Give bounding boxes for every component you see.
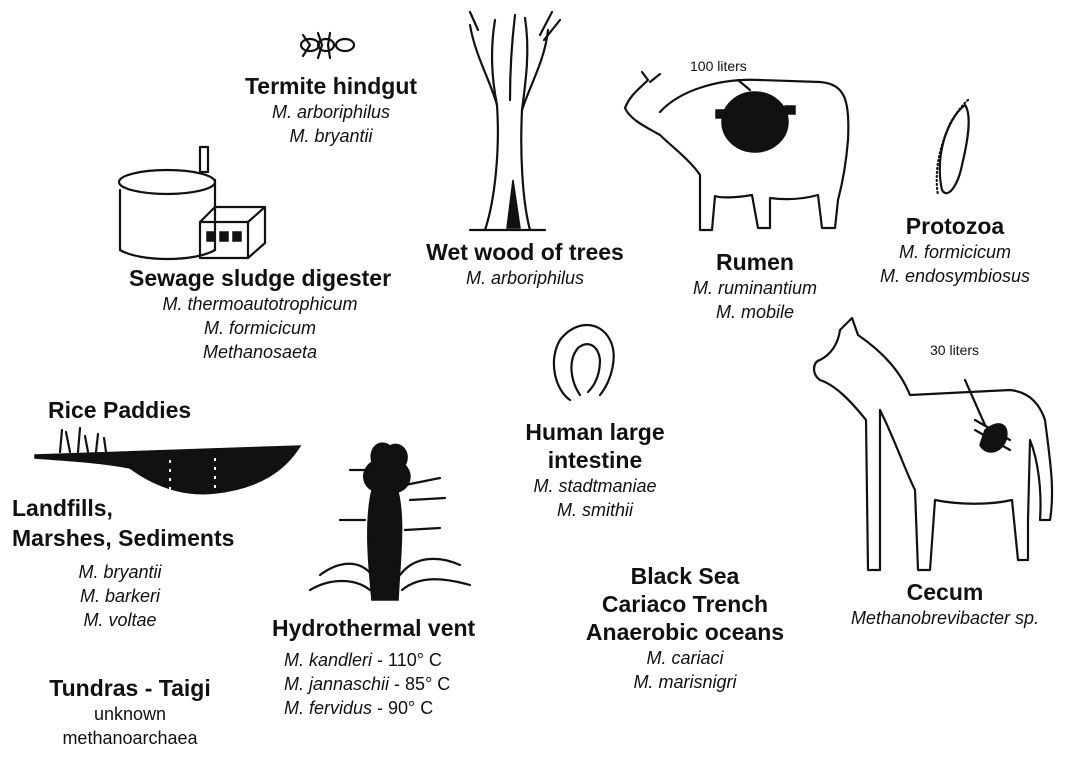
- species-temp: - 110° C: [372, 650, 442, 670]
- species-name: M. endosymbiosus: [860, 264, 1050, 288]
- termite-hindgut-title: Termite hindgut: [226, 72, 436, 100]
- intestine-title-line1: Human large: [500, 418, 690, 446]
- sewage-digester-title: Sewage sludge digester: [100, 264, 420, 292]
- tree-illustration: [470, 12, 560, 230]
- species-name: M. mobile: [680, 300, 830, 324]
- species-name: unknown: [40, 702, 220, 726]
- species-name: M. marisnigri: [560, 670, 810, 694]
- landfills-title-line2: Marshes, Sediments: [12, 524, 234, 552]
- oceans-title-line: Black Sea: [560, 562, 810, 590]
- cecum-label: Cecum Methanobrevibacter sp.: [830, 578, 1060, 630]
- hydrothermal-vent-title: Hydrothermal vent: [272, 614, 475, 642]
- wet-wood-label: Wet wood of trees M. arboriphilus: [420, 238, 630, 290]
- species-name: M. bryantii: [226, 124, 436, 148]
- vent-species-row: M. jannaschii - 85° C: [284, 672, 450, 696]
- species-temp: - 85° C: [389, 674, 450, 694]
- protozoa-title: Protozoa: [860, 212, 1050, 240]
- oceans-label: Black Sea Cariaco Trench Anaerobic ocean…: [560, 562, 810, 694]
- species-name: methanoarchaea: [40, 726, 220, 750]
- intestine-illustration: [554, 325, 614, 400]
- species-name: Methanosaeta: [100, 340, 420, 364]
- species-name: M. fervidus: [284, 698, 372, 718]
- species-name: M. kandleri: [284, 650, 372, 670]
- landfills-title-line1: Landfills,: [12, 494, 113, 522]
- vent-species-row: M. kandleri - 110° C: [284, 648, 450, 672]
- species-name: M. ruminantium: [680, 276, 830, 300]
- protozoa-label: Protozoa M. formicicum M. endosymbiosus: [860, 212, 1050, 288]
- termite-hindgut-label: Termite hindgut M. arboriphilus M. bryan…: [226, 72, 436, 148]
- landfills-species: M. bryantii M. barkeri M. voltae: [60, 560, 180, 632]
- intestine-label: Human large intestine M. stadtmaniae M. …: [500, 418, 690, 522]
- species-name: M. voltae: [60, 608, 180, 632]
- digester-illustration: [119, 147, 265, 259]
- species-name: M. barkeri: [60, 584, 180, 608]
- species-temp: - 90° C: [372, 698, 433, 718]
- intestine-title-line2: intestine: [500, 446, 690, 474]
- oceans-title-line: Anaerobic oceans: [560, 618, 810, 646]
- species-name: M. arboriphilus: [226, 100, 436, 124]
- cow-illustration: [625, 72, 848, 230]
- sewage-digester-label: Sewage sludge digester M. thermoautotrop…: [100, 264, 420, 364]
- species-name: M. thermoautotrophicum: [100, 292, 420, 316]
- species-name: M. formicicum: [100, 316, 420, 340]
- species-name: M. formicicum: [860, 240, 1050, 264]
- hydrothermal-vent-species: M. kandleri - 110° C M. jannaschii - 85°…: [284, 648, 450, 720]
- species-name: M. stadtmaniae: [500, 474, 690, 498]
- tundras-label: Tundras - Taigi unknown methanoarchaea: [40, 674, 220, 750]
- species-name: M. bryantii: [60, 560, 180, 584]
- protozoa-illustration: [937, 100, 969, 195]
- species-name: M. smithii: [500, 498, 690, 522]
- hydrothermal-vent-illustration: [310, 443, 470, 600]
- tundras-title: Tundras - Taigi: [40, 674, 220, 702]
- oceans-title-line: Cariaco Trench: [560, 590, 810, 618]
- vent-species-row: M. fervidus - 90° C: [284, 696, 450, 720]
- rumen-volume: 100 liters: [690, 58, 747, 74]
- cecum-volume: 30 liters: [930, 342, 979, 358]
- species-name: M. cariaci: [560, 646, 810, 670]
- wet-wood-title: Wet wood of trees: [420, 238, 630, 266]
- rumen-title: Rumen: [680, 248, 830, 276]
- rumen-label: Rumen M. ruminantium M. mobile: [680, 248, 830, 324]
- cecum-title: Cecum: [830, 578, 1060, 606]
- rice-paddy-illustration: [35, 428, 300, 494]
- termite-illustration: [301, 33, 354, 58]
- species-name: Methanobrevibacter sp.: [830, 606, 1060, 630]
- species-name: M. jannaschii: [284, 674, 389, 694]
- rice-paddies-title: Rice Paddies: [48, 396, 191, 424]
- species-name: M. arboriphilus: [420, 266, 630, 290]
